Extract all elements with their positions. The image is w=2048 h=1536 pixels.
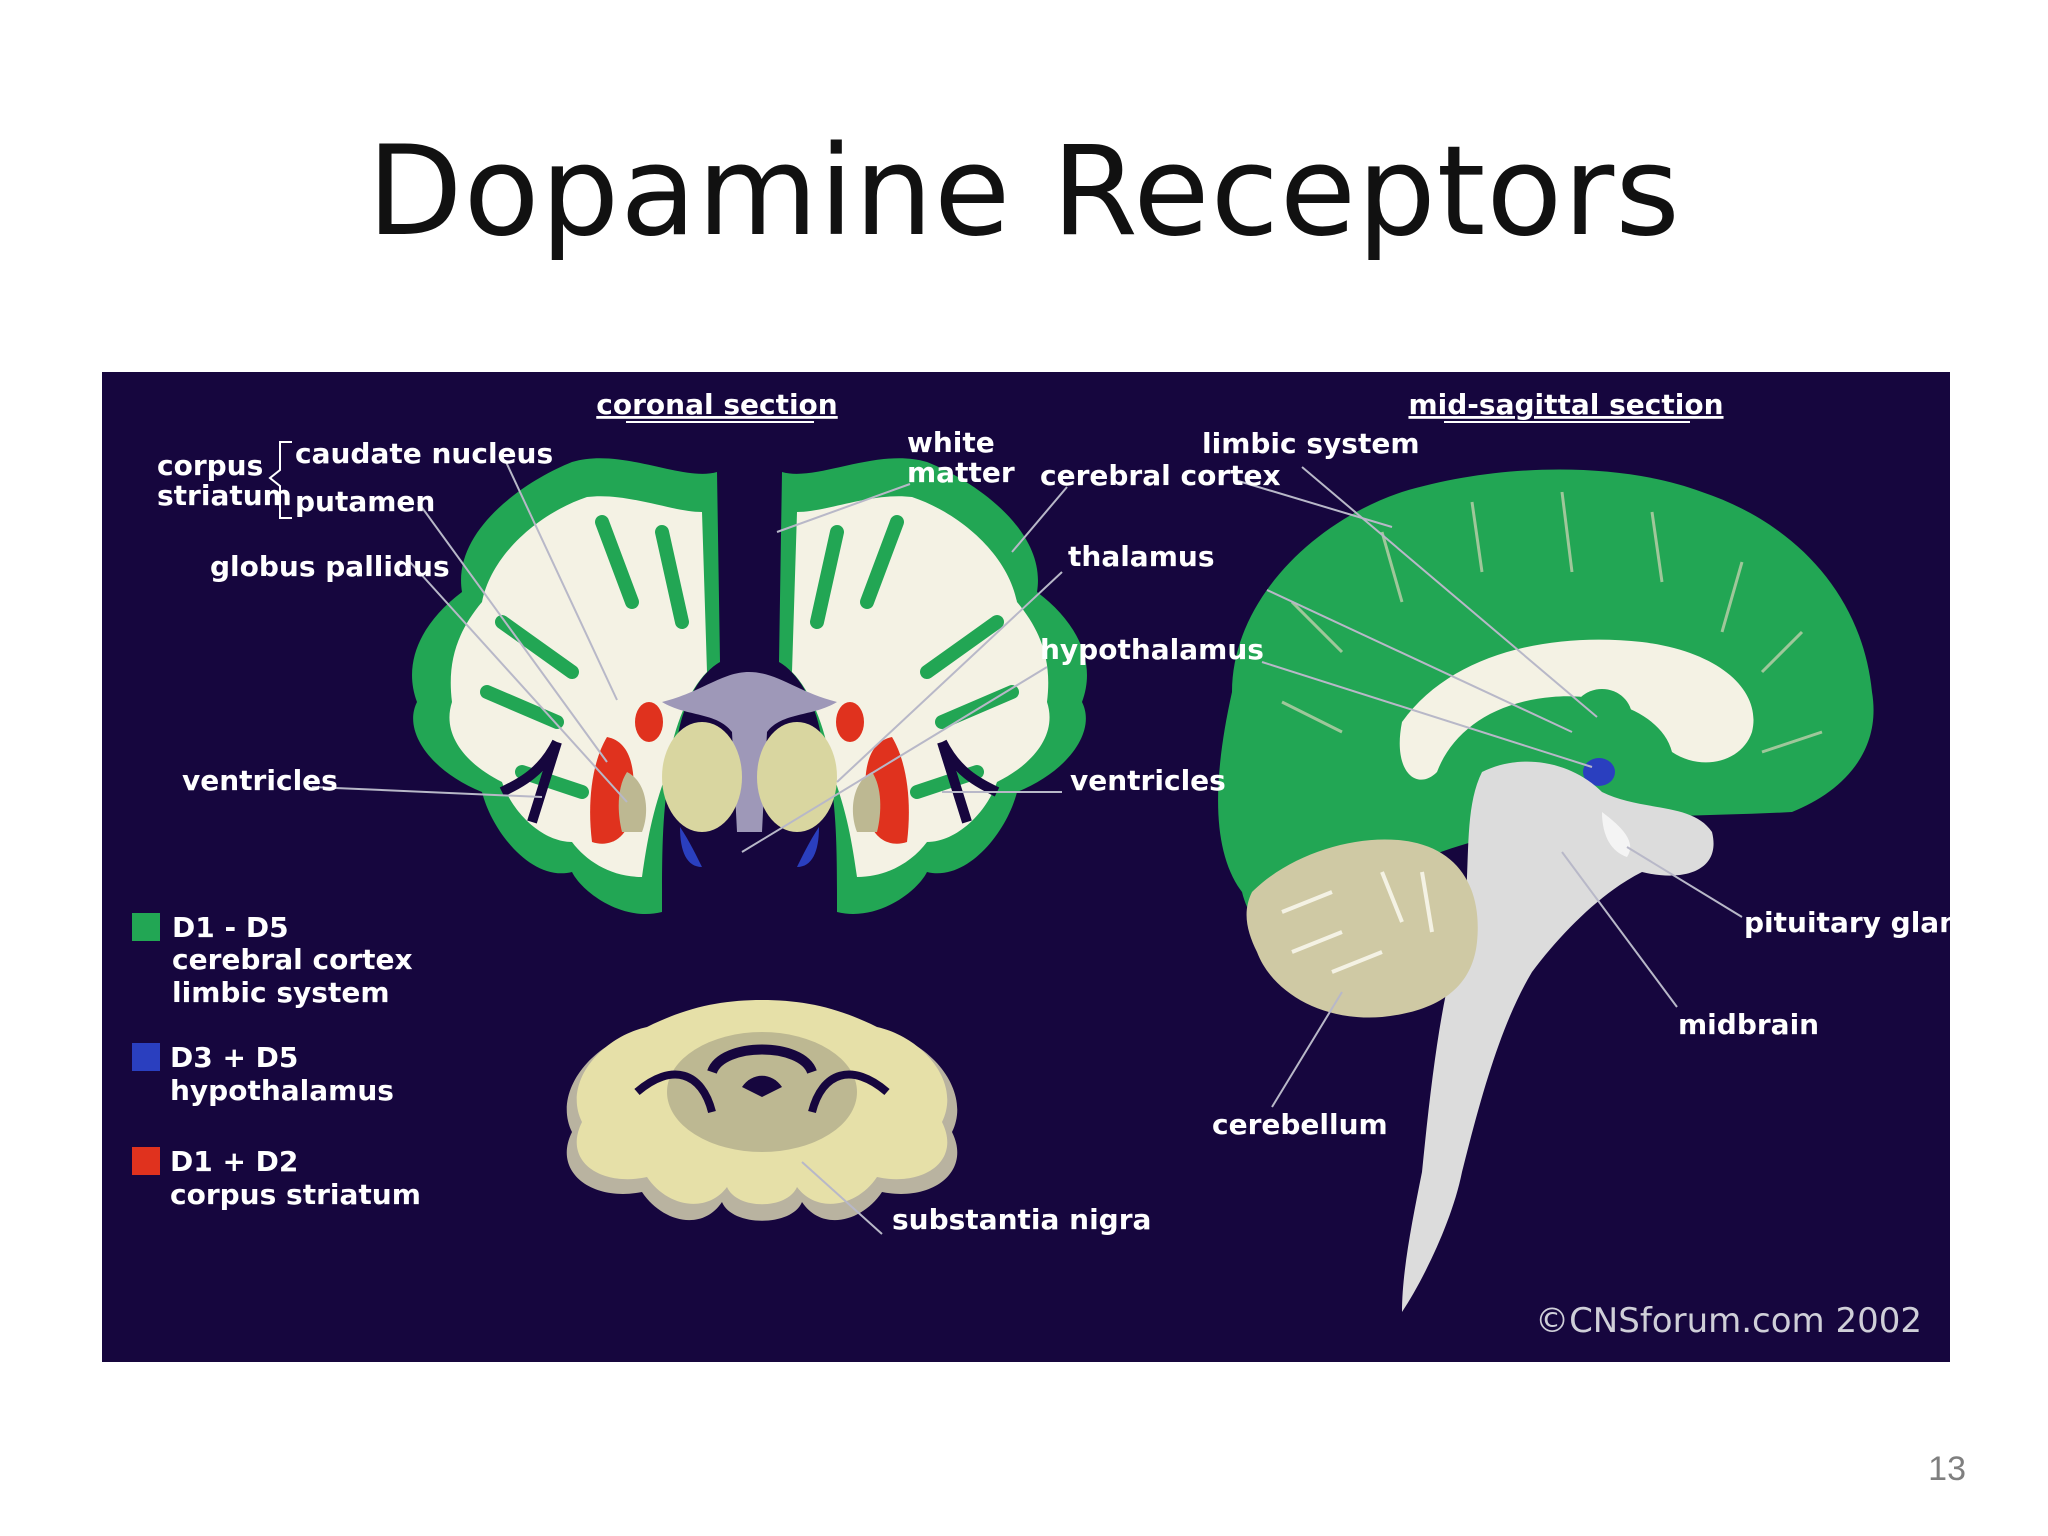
legend-swatch-green xyxy=(132,913,160,941)
label-midbrain: midbrain xyxy=(1678,1008,1819,1041)
label-striatum: striatum xyxy=(157,479,292,512)
leader-lines xyxy=(311,461,1743,1235)
sagittal-brain xyxy=(1218,469,1874,1312)
dopamine-receptor-figure: coronal section mid-sagittal section xyxy=(102,372,1950,1362)
label-pituitary-gland: pituitary gland xyxy=(1744,906,1950,939)
label-cerebellum: cerebellum xyxy=(1212,1108,1388,1141)
label-white: white xyxy=(907,426,995,459)
coronal-section-header: coronal section xyxy=(596,388,837,421)
legend-green-line-2: cerebral cortex xyxy=(172,943,413,976)
legend: D1 - D5 cerebral cortex limbic system D3… xyxy=(132,911,421,1211)
brain-diagram: coronal section mid-sagittal section xyxy=(102,372,1950,1362)
label-hypothalamus: hypothalamus xyxy=(1040,633,1264,666)
legend-green-line-1: D1 - D5 xyxy=(172,911,289,944)
label-substantia-nigra: substantia nigra xyxy=(892,1203,1151,1236)
label-ventricles-left: ventricles xyxy=(182,764,338,797)
legend-swatch-red xyxy=(132,1147,160,1175)
copyright-notice: ©CNSforum.com 2002 xyxy=(1535,1301,1922,1341)
page-number: 13 xyxy=(1928,1450,1966,1488)
legend-swatch-blue xyxy=(132,1043,160,1071)
label-putamen: putamen xyxy=(295,485,435,518)
legend-blue-line-2: hypothalamus xyxy=(170,1074,394,1107)
midbrain-cross-section xyxy=(566,1000,958,1221)
label-caudate-nucleus: caudate nucleus xyxy=(295,437,553,470)
label-globus-pallidus: globus pallidus xyxy=(210,550,450,583)
legend-red-line-1: D1 + D2 xyxy=(170,1145,298,1178)
label-cerebral-cortex: cerebral cortex xyxy=(1040,459,1281,492)
label-limbic-system: limbic system xyxy=(1202,427,1420,460)
sagittal-section-header: mid-sagittal section xyxy=(1408,388,1723,421)
legend-green-line-3: limbic system xyxy=(172,976,390,1009)
legend-blue-line-1: D3 + D5 xyxy=(170,1041,298,1074)
slide-title: Dopamine Receptors xyxy=(367,120,1681,264)
legend-red-line-2: corpus striatum xyxy=(170,1178,421,1211)
label-matter: matter xyxy=(907,456,1015,489)
striatum-brace xyxy=(268,441,292,519)
label-ventricles-right: ventricles xyxy=(1070,764,1226,797)
label-corpus: corpus xyxy=(157,449,263,482)
label-thalamus: thalamus xyxy=(1068,540,1214,573)
